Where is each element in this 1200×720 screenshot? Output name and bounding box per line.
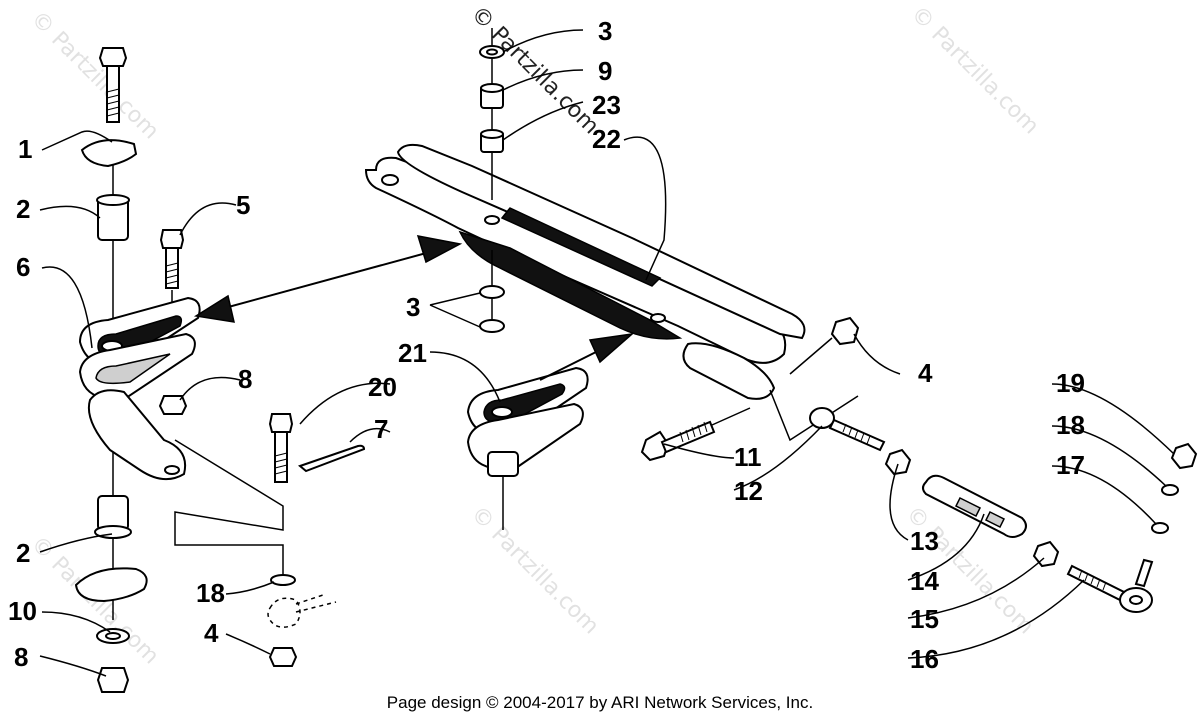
callout-9: 9 (598, 56, 612, 86)
washer-3-mid-a (479, 285, 505, 299)
callout-22: 22 (592, 124, 621, 154)
callout-3-mid: 3 (406, 292, 420, 322)
jam-nut-13 (884, 448, 912, 476)
callout-20: 20 (368, 372, 397, 402)
tie-rod-assembly (769, 389, 1198, 613)
callout-2-bottom: 2 (16, 538, 30, 568)
frame-fragment-top (80, 139, 138, 168)
nut-19 (1170, 442, 1198, 470)
washer-17 (1151, 522, 1169, 534)
watermark-1: © Partzilla.com (26, 7, 164, 145)
drag-link-22 (364, 143, 806, 400)
callout-18-right: 18 (1056, 410, 1085, 440)
copyright-footer: Page design © 2004-2017 by ARI Network S… (387, 693, 813, 712)
washer-3-mid-b (479, 319, 505, 333)
bolt-20-assembly (174, 413, 366, 667)
rod-end-12 (809, 407, 835, 429)
arrow-head-plate (588, 332, 635, 364)
washer-18-lower (270, 574, 296, 586)
bushing-2-bottom (94, 495, 132, 539)
callout-10: 10 (8, 596, 37, 626)
watermark-5: © Partzilla.com (466, 502, 604, 640)
jam-nut-15 (1032, 540, 1060, 568)
steering-arm (88, 389, 186, 481)
nut-4-upper (830, 316, 860, 346)
callout-12: 12 (734, 476, 763, 506)
rod-end-16 (1066, 564, 1126, 602)
callout-17: 17 (1056, 450, 1085, 480)
washer-18-upper (1161, 484, 1179, 496)
callout-7: 7 (374, 414, 388, 444)
linkage-line (174, 439, 284, 580)
bolt-11 (640, 407, 751, 462)
frame-fragment-bottom (74, 567, 148, 603)
callout-21: 21 (398, 338, 427, 368)
top-stack (479, 28, 505, 333)
bolt-1 (98, 47, 128, 123)
left-assembly (74, 47, 201, 693)
callout-2-top: 2 (16, 194, 30, 224)
callout-5: 5 (236, 190, 250, 220)
callout-11: 11 (734, 442, 762, 472)
nut-8-upper (158, 395, 188, 415)
callout-18-left: 18 (196, 578, 225, 608)
callout-6: 6 (16, 252, 30, 282)
callout-4-upper: 4 (918, 358, 933, 388)
callout-19: 19 (1056, 368, 1085, 398)
washer-10 (96, 628, 130, 644)
arrows (193, 235, 635, 381)
leader-lines (39, 29, 1175, 677)
callout-1: 1 (18, 134, 32, 164)
callout-3-top: 3 (598, 16, 612, 46)
watermark-3: © Partzilla.com (906, 2, 1044, 140)
plate-21 (466, 366, 589, 530)
callout-14: 14 (910, 566, 939, 596)
callout-8-upper: 8 (238, 364, 252, 394)
ball-joint-dashed (267, 593, 337, 628)
callout-15: 15 (910, 604, 939, 634)
nut-8-lower (96, 667, 130, 693)
nut-4-lower (268, 647, 298, 667)
callout-4-lower: 4 (204, 618, 219, 648)
callout-16: 16 (910, 644, 939, 674)
bolt-5 (159, 229, 185, 289)
bushing-23 (480, 129, 504, 153)
arrow-head-left (193, 294, 235, 323)
callout-8-lower: 8 (14, 642, 28, 672)
bushing-2-top (96, 194, 130, 241)
arrow-head-right (416, 235, 463, 264)
bushing-9 (480, 83, 504, 109)
callout-13: 13 (910, 526, 939, 556)
callout-23: 23 (592, 90, 621, 120)
callouts: 3 9 23 22 1 2 5 6 8 3 21 20 7 4 11 12 19… (8, 16, 1085, 674)
cotter-pin-7 (297, 444, 366, 473)
